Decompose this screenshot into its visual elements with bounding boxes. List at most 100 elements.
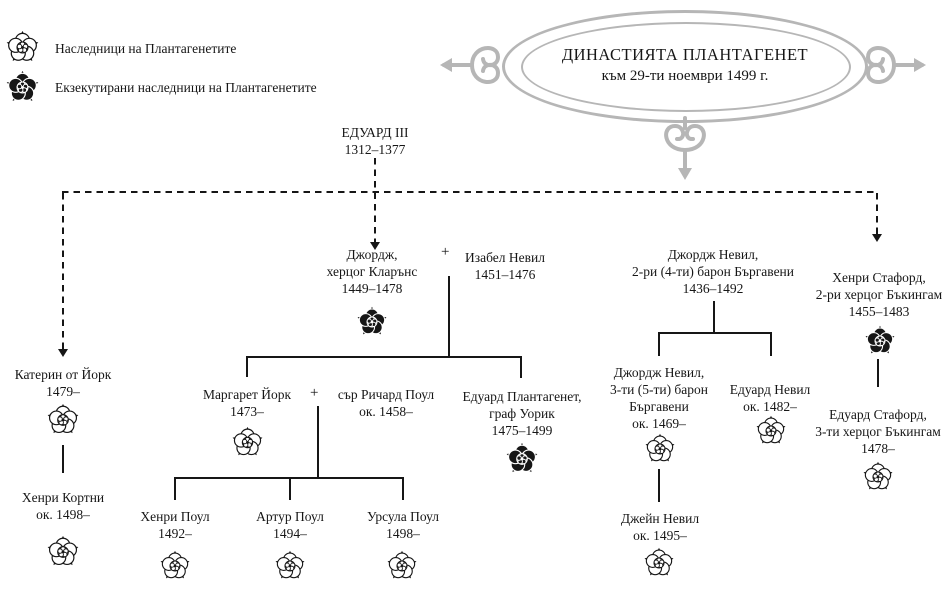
person-dates: 1455–1483	[848, 304, 910, 319]
person-name: Едуард Плантагенет,	[462, 389, 582, 404]
connector-george-neville2-down	[713, 301, 715, 333]
cartouche-inner-ellipse	[521, 22, 851, 112]
person-george-clarence: Джордж, херцог Кларънс 1449–1478	[302, 246, 442, 297]
connector-stub-george-neville3	[658, 332, 660, 356]
person-dates: ок. 1482–	[743, 399, 797, 414]
white-rose-icon	[644, 433, 676, 465]
diagram-title: ДИНАСТИЯТА ПЛАНТАГЕНЕТ	[561, 45, 809, 64]
person-name: Изабел Невил	[465, 250, 545, 265]
person-george-neville-2: Джордж Невил, 2-ри (4-ти) барон Бъргавен…	[593, 246, 833, 297]
black-rose-icon	[505, 442, 539, 476]
person-name: Бъргавени	[629, 399, 689, 414]
white-rose-icon	[643, 547, 675, 579]
person-name: 2-ри херцог Бъкингам	[815, 287, 943, 302]
person-edward-neville: Едуард Невил ок. 1482–	[714, 381, 826, 415]
person-name: Едуард Стафорд,	[829, 407, 927, 422]
connector-neville3-to-jane	[658, 469, 660, 502]
person-dates: 1449–1478	[341, 281, 403, 296]
white-rose-icon	[159, 550, 191, 582]
person-name: Хенри Кортни	[21, 490, 105, 505]
person-arthur-pole: Артур Поул 1494–	[234, 508, 346, 542]
connector-stub-edward-neville	[770, 332, 772, 356]
bottom-flourish-ornament	[664, 116, 706, 180]
white-rose-icon	[274, 550, 306, 582]
person-dates: ок. 1495–	[633, 528, 687, 543]
black-rose-icon	[5, 70, 40, 105]
person-name: Хенри Стафорд,	[832, 270, 926, 285]
person-dates: 1498–	[386, 526, 420, 541]
legend-label-heirs: Наследници на Плантагенетите	[55, 41, 237, 56]
white-rose-icon	[5, 30, 40, 65]
person-henry-stafford: Хенри Стафорд, 2-ри херцог Бъкингам 1455…	[795, 269, 950, 320]
person-name: Артур Поул	[256, 509, 324, 524]
arrow-down-icon	[872, 234, 882, 242]
connector-stub-ursula-pole	[402, 477, 404, 500]
connector-clarence-children-bar	[247, 356, 522, 358]
connector-dashed-to-george-clarence	[374, 158, 376, 243]
white-rose-icon	[46, 535, 80, 569]
black-rose-icon	[356, 306, 388, 338]
left-flourish-ornament	[440, 46, 501, 84]
connector-margaret-richard-down	[317, 406, 319, 478]
person-dates: ок. 1469–	[632, 416, 686, 431]
connector-dashed-to-henry-stafford	[876, 193, 878, 235]
person-dates: 1492–	[158, 526, 192, 541]
person-dates: 1312–1377	[344, 142, 406, 157]
person-name: херцог Кларънс	[326, 264, 418, 279]
person-name: Хенри Поул	[140, 509, 210, 524]
person-henry-pole: Хенри Поул 1492–	[120, 508, 230, 542]
marriage-plus-george-isabel: +	[441, 244, 450, 260]
person-dates: 1479–	[46, 384, 80, 399]
white-rose-icon	[386, 550, 418, 582]
connector-stub-henry-pole	[174, 477, 176, 500]
person-dates: 1473–	[230, 404, 264, 419]
person-jane-neville: Джейн Невил ок. 1495–	[604, 510, 716, 544]
connector-stafford-to-edward	[877, 359, 879, 387]
white-rose-icon	[755, 415, 787, 447]
person-name: сър Ричард Поул	[337, 387, 435, 402]
connector-dashed-main	[62, 191, 878, 193]
person-dates: ок. 1498–	[36, 507, 90, 522]
white-rose-icon	[231, 426, 264, 459]
person-edward-iii: ЕДУАРД III 1312–1377	[305, 124, 445, 158]
black-rose-icon	[864, 325, 896, 357]
connector-stub-edward-plantagenet	[520, 356, 522, 378]
marriage-plus-margaret-richard: +	[310, 385, 319, 401]
person-catherine-of-york: Катерин от Йорк 1479–	[3, 366, 123, 400]
person-name: Урсула Поул	[366, 509, 440, 524]
person-name: 2-ри (4-ти) барон Бъргавени	[631, 264, 795, 279]
person-edward-stafford: Едуард Стафорд, 3-ти херцог Бъкингам 147…	[794, 406, 950, 457]
white-rose-icon	[862, 461, 894, 493]
person-name: Джейн Невил	[620, 511, 700, 526]
right-flourish-ornament	[865, 46, 926, 84]
connector-neville-children-bar	[659, 332, 772, 334]
white-rose-icon	[46, 403, 80, 437]
person-george-neville-3: Джордж Невил, 3-ти (5-ти) барон Бъргавен…	[598, 364, 720, 432]
person-dates: 1475–1499	[491, 423, 553, 438]
person-name: Джордж Невил,	[667, 247, 759, 262]
legend-label-executed-heirs: Екзекутирани наследници на Плантагенетит…	[55, 80, 317, 95]
connector-dashed-to-catherine	[62, 193, 64, 350]
person-henry-courtenay: Хенри Кортни ок. 1498–	[3, 489, 123, 523]
diagram-subtitle: към 29-ти ноември 1499 г.	[601, 68, 769, 84]
person-name: Маргарет Йорк	[202, 387, 292, 402]
person-name: граф Уорик	[489, 406, 555, 421]
person-ursula-pole: Урсула Поул 1498–	[347, 508, 459, 542]
person-dates: ок. 1458–	[359, 404, 413, 419]
person-richard-pole: сър Ричард Поул ок. 1458–	[320, 386, 452, 420]
arrow-down-icon	[58, 349, 68, 357]
person-name: Джордж Невил,	[613, 365, 705, 380]
person-dates: 1451–1476	[474, 267, 536, 282]
connector-george-isabel-down	[448, 276, 450, 357]
person-name: Катерин от Йорк	[14, 367, 112, 382]
connector-stub-margaret	[246, 356, 248, 377]
person-name: Едуард Невил	[729, 382, 811, 397]
person-edward-plantagenet: Едуард Плантагенет, граф Уорик 1475–1499	[437, 388, 607, 439]
person-name: Джордж,	[346, 247, 398, 262]
person-dates: 1494–	[273, 526, 307, 541]
person-isabel-neville: Изабел Невил 1451–1476	[440, 249, 570, 283]
person-name: 3-ти херцог Бъкингам	[815, 424, 941, 439]
person-margaret-york: Маргарет Йорк 1473–	[187, 386, 307, 420]
connector-catherine-to-courtenay	[62, 445, 64, 473]
